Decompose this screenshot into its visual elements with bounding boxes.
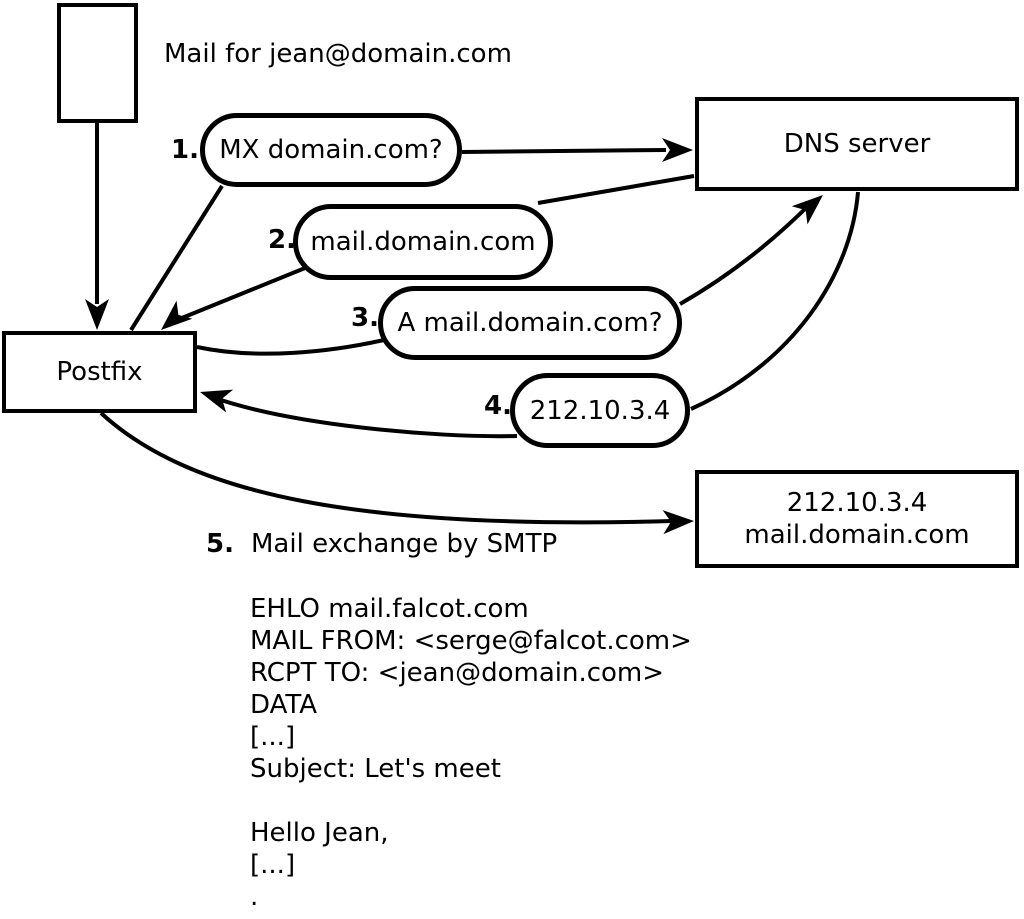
query-mx-label: MX domain.com? bbox=[219, 135, 443, 165]
smtp-line: DATA bbox=[250, 690, 317, 720]
smtp-line: [...] bbox=[250, 722, 296, 752]
smtp-line: [...] bbox=[250, 850, 296, 880]
mail-for-title: Mail for jean@domain.com bbox=[164, 39, 512, 69]
arrow-answer4-to-postfix bbox=[214, 396, 518, 439]
smtp-line: Subject: Let's meet bbox=[250, 754, 501, 784]
query-a-record-label: A mail.domain.com? bbox=[397, 308, 663, 338]
step-number-2: 2. bbox=[268, 225, 296, 255]
smtp-line: EHLO mail.falcot.com bbox=[250, 594, 529, 624]
step-number-4: 4. bbox=[484, 391, 512, 421]
answer-ip-pill: 212.10.3.4 bbox=[510, 373, 690, 448]
arrowhead-answer2-to-postfix bbox=[161, 300, 193, 330]
line-postfix-to-query3 bbox=[196, 338, 385, 356]
arrowhead-postfix-to-mailserver bbox=[662, 510, 694, 535]
step-number-3: 3. bbox=[351, 303, 379, 333]
query-a-record-pill: A mail.domain.com? bbox=[378, 286, 682, 360]
smtp-exchange-label: Mail exchange by SMTP bbox=[251, 529, 558, 559]
answer-mx-pill: mail.domain.com bbox=[293, 204, 553, 280]
smtp-line: RCPT TO: <jean@domain.com> bbox=[250, 658, 665, 688]
line-dns-to-answer2 bbox=[537, 174, 695, 205]
arrow-query3-to-dns bbox=[679, 202, 812, 306]
arrowhead-query1-to-dns bbox=[662, 138, 693, 162]
arrow-answer2-to-postfix bbox=[171, 264, 311, 324]
answer-ip-label: 212.10.3.4 bbox=[529, 395, 671, 426]
mail-envelope-box bbox=[57, 3, 138, 123]
arrow-query1-to-dns bbox=[461, 148, 667, 154]
line-dns-to-answer4 bbox=[690, 191, 860, 411]
mail-server-ip-label: 212.10.3.4 bbox=[786, 488, 928, 518]
smtp-line-final-dot: . bbox=[250, 882, 259, 912]
answer-mx-label: mail.domain.com bbox=[310, 227, 536, 257]
smtp-session-transcript: EHLO mail.falcot.com MAIL FROM: <serge@f… bbox=[250, 593, 692, 913]
smtp-line: MAIL FROM: <serge@falcot.com> bbox=[250, 626, 692, 656]
mail-server-host-label: mail.domain.com bbox=[744, 520, 970, 550]
step-number-1: 1. bbox=[171, 135, 199, 165]
smtp-line-blank bbox=[250, 785, 692, 817]
smtp-line: Hello Jean, bbox=[250, 818, 389, 848]
arrowhead-envelope-to-postfix bbox=[85, 299, 109, 330]
arrow-postfix-to-mailserver bbox=[99, 411, 673, 525]
step-number-5: 5. bbox=[206, 529, 234, 559]
line-postfix-to-query1 bbox=[129, 184, 224, 332]
query-mx-pill: MX domain.com? bbox=[200, 113, 462, 187]
dns-server-label: DNS server bbox=[783, 129, 931, 159]
mail-server-node: 212.10.3.4 mail.domain.com bbox=[695, 470, 1019, 568]
arrowhead-answer4-to-postfix bbox=[200, 389, 234, 413]
arrowhead-query3-to-dns bbox=[791, 195, 823, 225]
postfix-label: Postfix bbox=[56, 357, 143, 387]
postfix-node: Postfix bbox=[2, 331, 197, 413]
dns-server-node: DNS server bbox=[695, 97, 1019, 191]
